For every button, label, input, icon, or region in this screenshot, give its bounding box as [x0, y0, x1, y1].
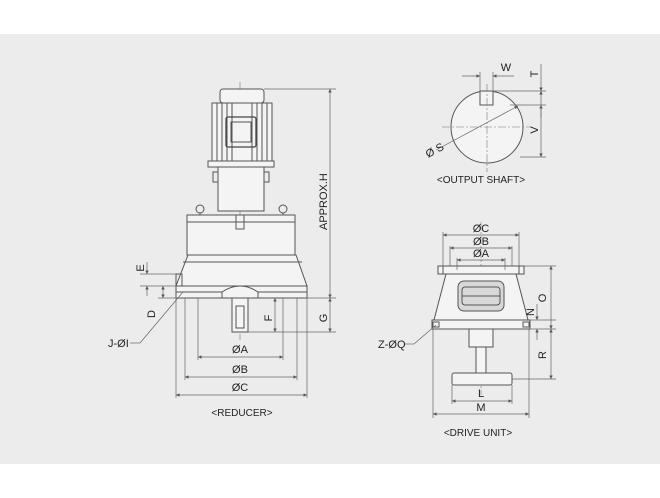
- output-shaft-view: [435, 64, 546, 172]
- drive-unit-view: [404, 222, 556, 418]
- reducer-caption: <REDUCER>: [211, 408, 272, 419]
- n-label: N: [525, 308, 537, 316]
- r-label: R: [537, 351, 549, 359]
- l-label: L: [478, 388, 484, 400]
- m-label: M: [476, 402, 485, 414]
- drive-oc-label: ØC: [473, 223, 490, 235]
- drive-unit-caption: <DRIVE UNIT>: [444, 428, 513, 439]
- s-label: Ø S: [424, 141, 446, 160]
- o-label: O: [537, 293, 549, 302]
- z-oq-label: Z-ØQ: [378, 339, 406, 351]
- w-label: W: [501, 62, 512, 74]
- reducer-view: [130, 82, 336, 398]
- g-label: G: [318, 314, 330, 323]
- d-label: D: [146, 310, 158, 318]
- reducer-ob-label: ØB: [232, 364, 248, 376]
- drive-ob-label: ØB: [473, 236, 489, 248]
- e-label: E: [135, 264, 147, 271]
- f-label: F: [263, 314, 275, 321]
- approx-h-label: APPROX.H: [318, 173, 330, 230]
- j-oi-label: J-ØI: [108, 338, 129, 350]
- v-label: V: [529, 126, 541, 134]
- reducer-oa-label: ØA: [232, 344, 249, 356]
- drive-oa-label: ØA: [473, 248, 490, 260]
- reducer-oc-label: ØC: [232, 382, 249, 394]
- t-label: T: [529, 70, 541, 77]
- output-shaft-caption: <OUTPUT SHAFT>: [437, 175, 525, 186]
